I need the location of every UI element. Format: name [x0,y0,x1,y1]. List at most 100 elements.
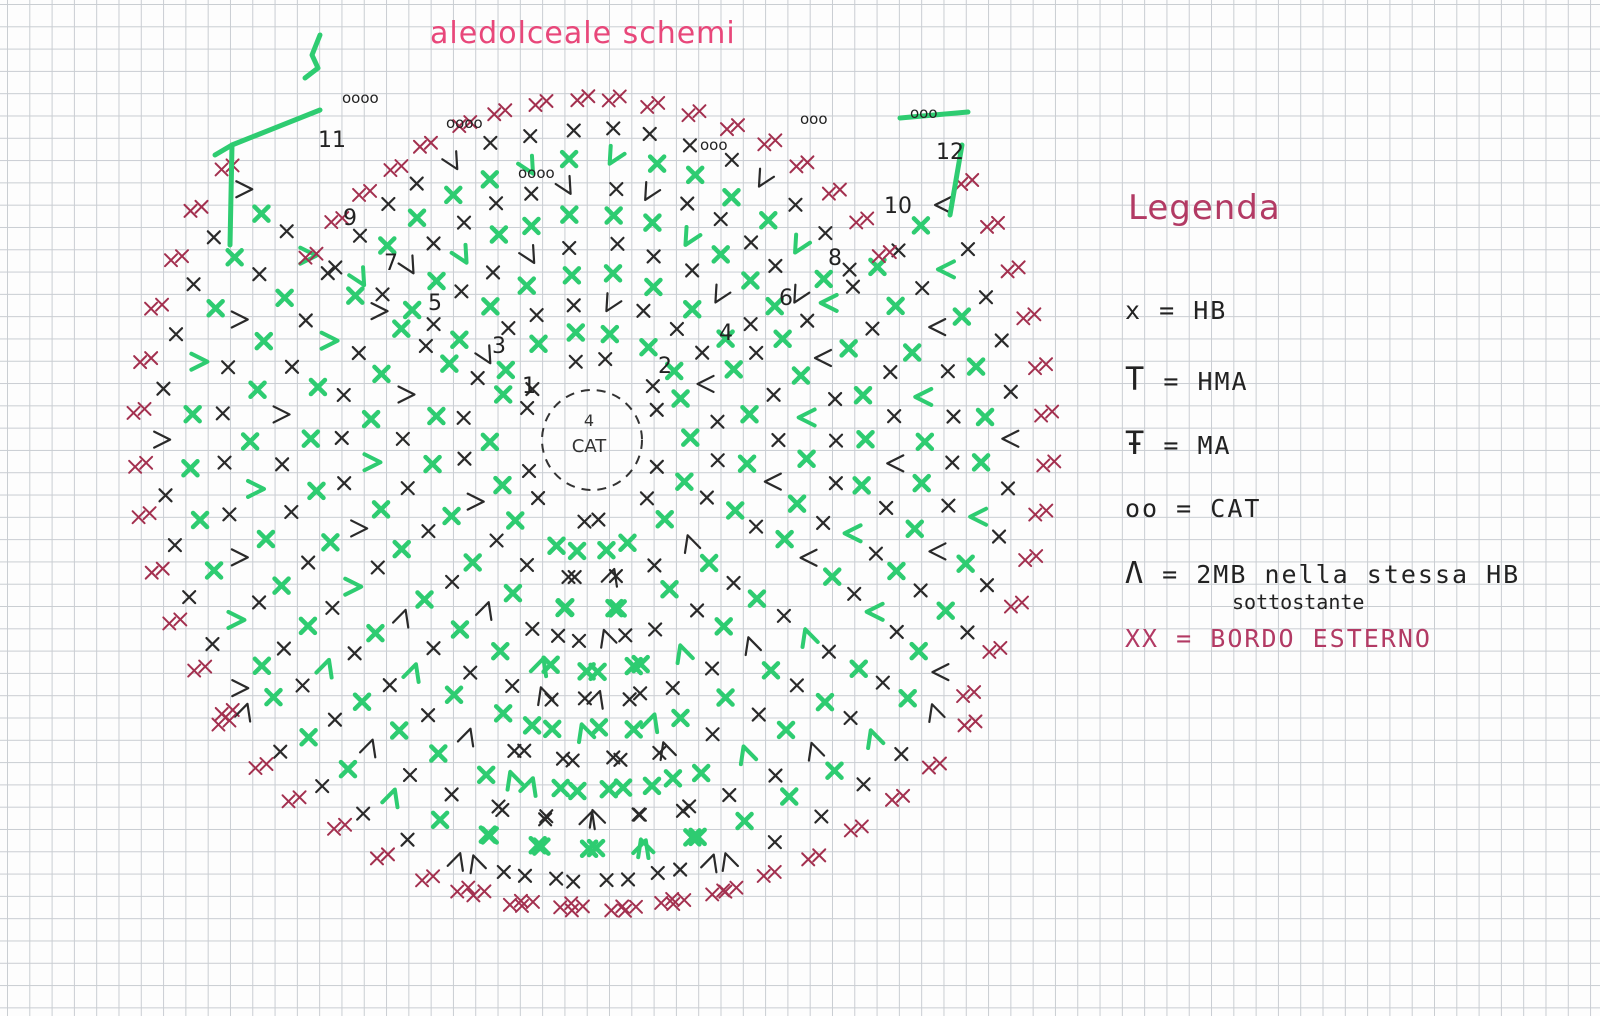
round-number: 7 [384,251,398,276]
black-stitch [751,707,766,722]
black-stitch [649,459,664,474]
green-stitch [352,692,372,711]
black-stitch [613,752,628,767]
border-stitch [415,873,430,888]
border-stitch [957,718,972,733]
legend-item-hb: x = HB [1125,296,1227,325]
increase-stitch [721,852,740,873]
black-stitch [847,586,862,601]
black-stitch [979,578,995,593]
stitch-layer [126,32,1062,918]
black-stitch [496,864,511,880]
border-stitch [128,459,143,474]
black-stitch [913,583,928,598]
black-stitch [501,320,516,336]
border-stitch [450,884,465,899]
green-stitch [440,354,459,373]
black-stitch [645,379,660,394]
legend-symbol: oo [1125,494,1160,523]
black-stitch [865,321,880,336]
green-stitch [240,432,260,451]
black-stitch [991,529,1007,544]
border-stitch [144,351,159,366]
black-stitch [889,624,904,640]
black-stitch [915,280,930,296]
center-ring-label: CAT [572,436,607,457]
black-stitch [529,307,544,323]
green-stitch [915,432,935,452]
black-stitch [538,812,553,827]
black-stitch [395,431,410,447]
black-stitch [743,235,759,250]
increase-stitch [928,703,946,724]
green-stitch [681,428,700,447]
border-stitch [821,186,836,201]
increase-stitch [272,405,291,424]
border-stitch [133,355,148,370]
black-stitch [483,135,498,150]
left-chain-arc [212,142,235,248]
green-stitch [429,744,448,763]
black-stitch [726,575,741,591]
border-stitch [1016,311,1031,326]
black-stitch [489,533,504,548]
black-stitch [894,746,909,762]
increase-stitch [469,854,487,875]
green-stitch [522,716,542,735]
black-stitch [650,865,665,881]
border-stitch [677,893,692,908]
top-chain-tail [302,32,323,81]
black-stitch [315,779,330,794]
green-stitch [597,540,616,560]
round-number: 11 [318,128,346,153]
increase-stitch [639,712,660,735]
black-stitch [789,678,804,693]
increase-stitch [230,310,249,329]
black-stitch [279,224,294,239]
black-stitch [186,277,201,292]
legend-item-hma: T = HMA [1125,360,1249,398]
black-stitch [565,753,580,768]
border-stitch [896,788,911,803]
black-stitch [994,333,1009,348]
green-stitch [225,248,244,267]
green-stitch [747,589,767,608]
border-stitch [991,215,1006,230]
black-stitch [682,138,697,153]
border-stitch [1028,361,1043,376]
black-stitch [609,181,624,197]
black-stitch [722,787,737,803]
black-stitch [375,287,390,302]
green-stitch [181,459,200,478]
black-stitch [946,409,961,424]
increase-stitch [933,195,953,215]
green-stitch [579,839,599,858]
border-stitch [651,95,666,110]
black-stitch [566,874,581,889]
black-stitch [463,665,478,680]
green-stitch [566,323,586,342]
green-stitch [740,405,759,424]
increase-stitch [474,344,492,365]
black-stitch [336,387,351,403]
green-stitch [183,404,202,424]
increase-stitch [793,232,813,255]
legend-item-border: XX = BORDO ESTERNO [1125,624,1432,653]
increase-stitch [189,351,210,372]
black-stitch [206,230,221,245]
border-stitch [967,685,982,700]
chain-label: ooo [700,136,728,154]
increase-stitch [505,769,525,792]
border-stitch [163,253,178,268]
border-stitch [789,159,804,174]
border-stitch [800,155,815,170]
black-stitch [426,317,441,332]
green-stitch [725,501,745,520]
green-stitch [517,276,537,295]
green-stitch [825,761,844,780]
increase-stitch [864,601,885,622]
green-stitch [639,337,658,357]
green-stitch [905,519,924,539]
black-stitch [887,409,902,424]
diagram-title: aledolceale schemi [430,16,736,51]
